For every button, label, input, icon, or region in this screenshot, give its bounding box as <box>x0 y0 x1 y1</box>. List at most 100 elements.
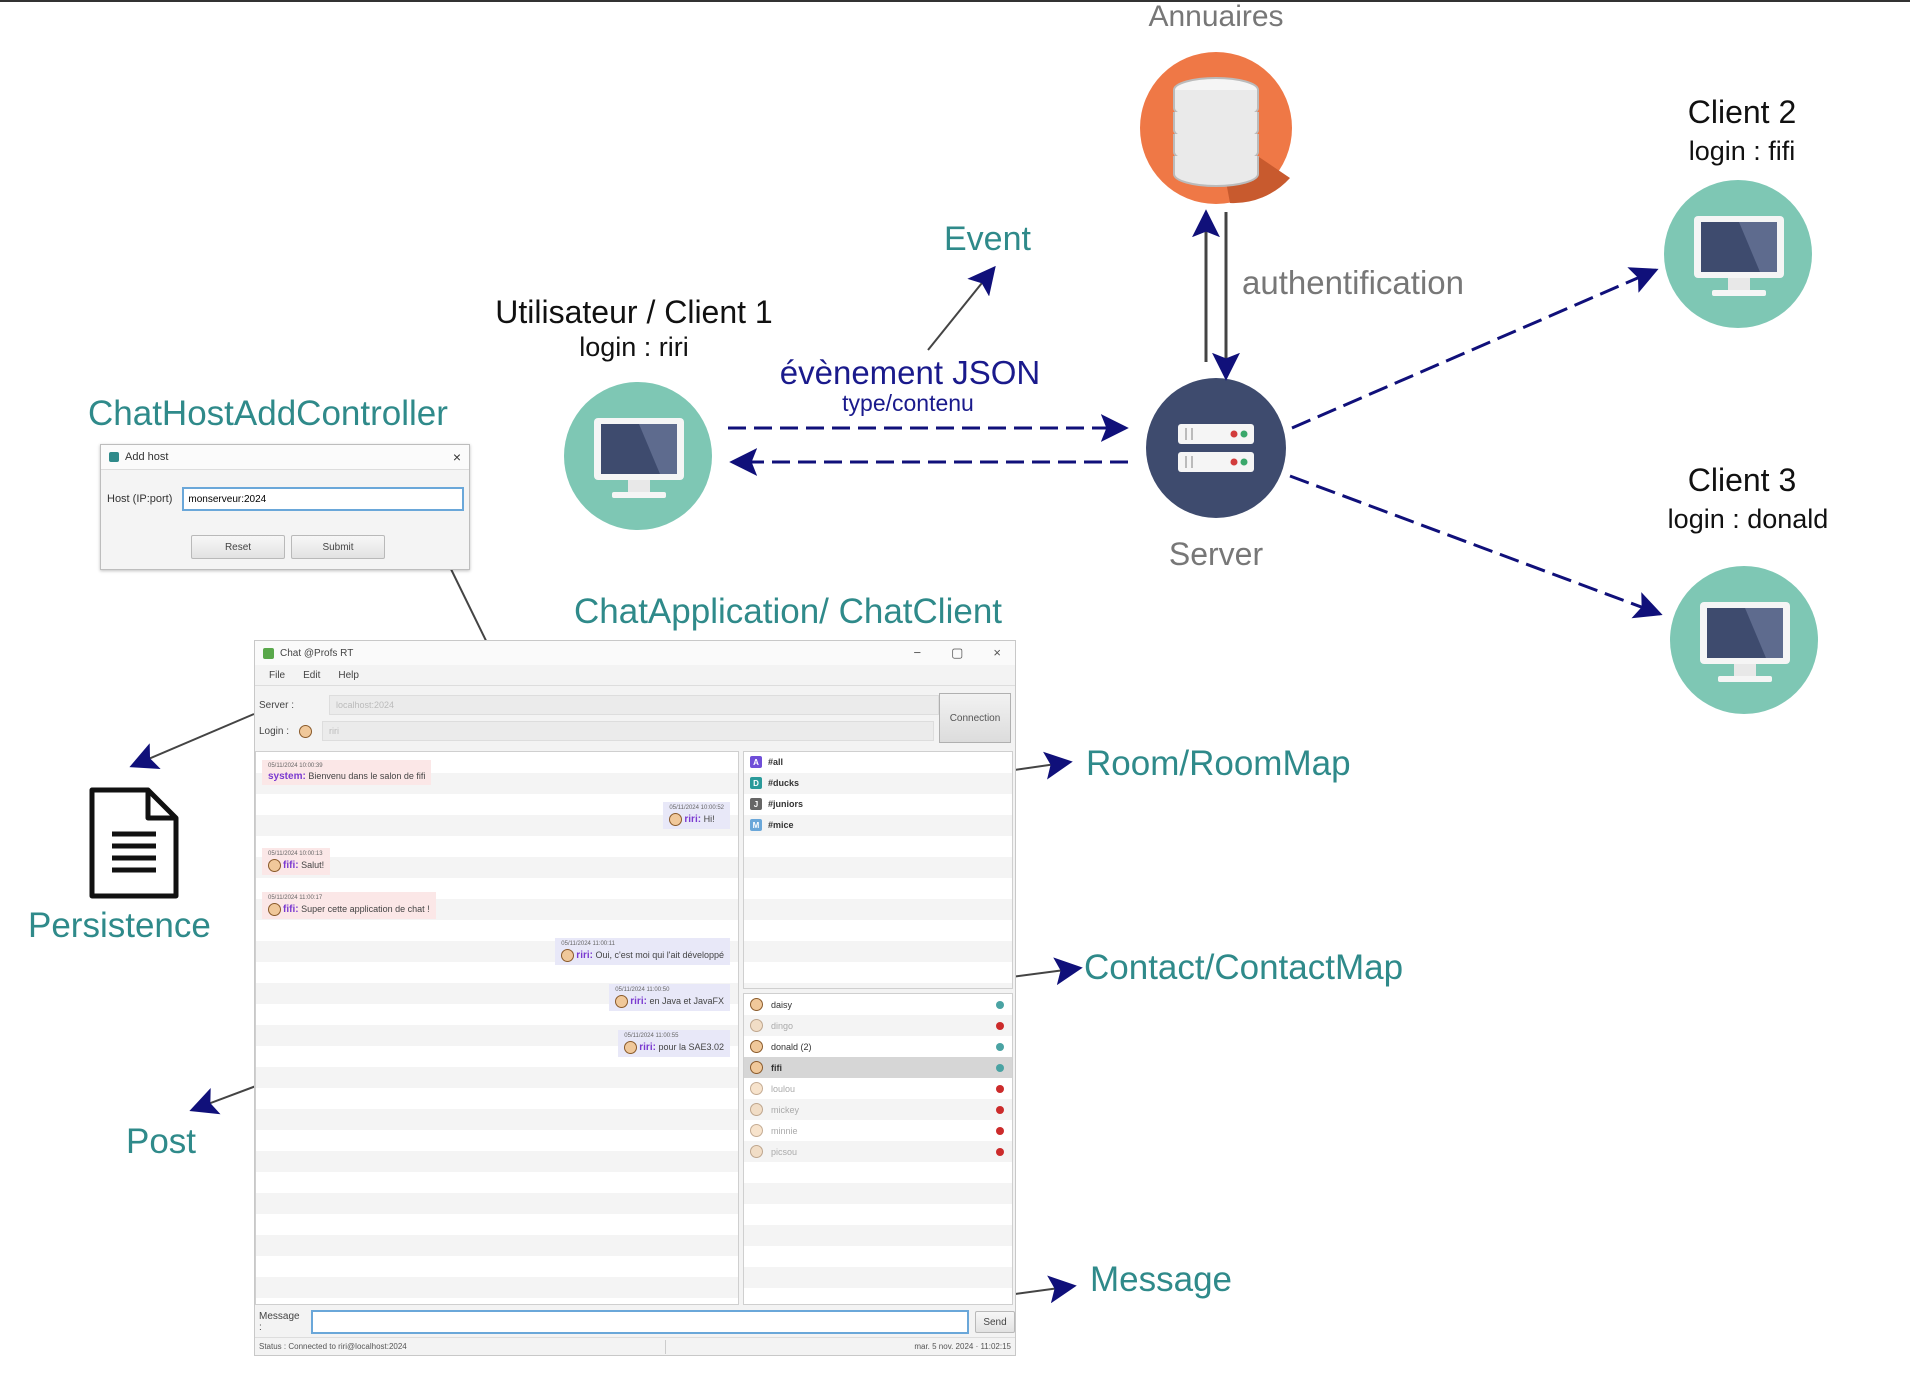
room-item[interactable]: A#all <box>750 756 783 768</box>
room-badge-icon: D <box>750 777 762 789</box>
menu-help[interactable]: Help <box>338 669 359 681</box>
login-input[interactable]: riri <box>322 721 934 741</box>
post-author: riri: <box>576 949 593 961</box>
server-label: Server <box>1168 536 1264 572</box>
avatar-icon <box>268 859 281 872</box>
avatar-icon <box>750 1040 763 1053</box>
dialog-buttons: Reset Submit <box>191 535 385 559</box>
connection-panel: Server : localhost:2024 Login : riri <box>255 689 1015 751</box>
status-bar: Status : Connected to riri@localhost:202… <box>255 1337 1015 1355</box>
post-text: en Java et JavaFX <box>649 995 724 1006</box>
post-timestamp: 05/11/2024 11:00:17 <box>268 895 323 901</box>
post-author: riri: <box>630 995 647 1007</box>
avatar-icon <box>750 1103 763 1116</box>
host-label: Host (IP:port) <box>107 493 173 505</box>
server-select[interactable]: localhost:2024 <box>329 695 939 715</box>
app-icon <box>109 452 119 462</box>
status-text: Status : Connected to riri@localhost:202… <box>259 1342 407 1351</box>
login-row: Login : riri <box>259 721 934 741</box>
client2-monitor-icon <box>1664 180 1812 328</box>
client3-title: Client 3 <box>1687 462 1797 498</box>
app-icon <box>263 647 274 659</box>
top-border-line <box>0 0 1910 2</box>
contact-name: loulou <box>771 1083 796 1094</box>
arrow-server-to-client3 <box>1289 474 1663 619</box>
room-name: #ducks <box>768 778 800 788</box>
message-row: Message : Send <box>255 1309 1015 1335</box>
reset-button[interactable]: Reset <box>191 535 285 559</box>
dialog-title: Add host <box>125 451 169 463</box>
host-input[interactable] <box>182 487 465 511</box>
minimize-icon[interactable]: − <box>913 645 922 660</box>
room-item[interactable]: D #ducks <box>750 777 799 789</box>
contact-item[interactable]: donald (2) <box>744 1036 1012 1057</box>
status-separator <box>665 1340 666 1354</box>
contact-item[interactable]: picsou <box>744 1141 1012 1162</box>
room-badge-icon: M <box>750 819 762 831</box>
status-dot-icon <box>996 1147 1004 1156</box>
post-author: fifi: <box>283 859 299 871</box>
contact-name: dingo <box>771 1020 794 1031</box>
post-timestamp: 05/11/2024 11:00:55 <box>624 1033 679 1039</box>
status-dot-icon <box>996 1063 1004 1072</box>
contact-item[interactable]: mickey <box>744 1099 1012 1120</box>
contact-name: donald (2) <box>771 1041 812 1052</box>
avatar-icon <box>750 998 763 1011</box>
status-dot-icon <box>996 1042 1004 1051</box>
menu-file[interactable]: File <box>269 669 286 681</box>
status-dot-icon <box>996 1084 1004 1093</box>
post-timestamp: 05/11/2024 10:00:52 <box>669 805 724 811</box>
close-icon[interactable]: × <box>993 645 1001 660</box>
message-input[interactable] <box>310 1310 969 1334</box>
window-controls: − ▢ × <box>914 645 1007 661</box>
avatar-icon <box>561 949 575 962</box>
send-button[interactable]: Send <box>975 1311 1015 1333</box>
room-badge-icon: A <box>750 756 762 768</box>
contact-item[interactable]: fifi <box>744 1057 1012 1078</box>
contact-item[interactable]: loulou <box>744 1078 1012 1099</box>
contact-item[interactable]: dingo <box>744 1015 1012 1036</box>
client1-title: Utilisateur / Client 1 <box>495 294 773 330</box>
contact-item[interactable]: minnie <box>744 1120 1012 1141</box>
status-dot-icon <box>996 1126 1004 1135</box>
room-item[interactable]: J#juniors <box>750 798 803 810</box>
avatar-icon <box>750 1019 763 1032</box>
arrow-to-persistence <box>129 713 255 769</box>
close-icon[interactable]: × <box>452 449 461 465</box>
event-arrow <box>927 265 996 351</box>
post-author: fifi: <box>283 903 299 915</box>
contact-name: daisy <box>771 999 793 1010</box>
host-row: Host (IP:port) <box>107 487 465 511</box>
contact-label: Contact/ContactMap <box>1084 948 1404 987</box>
post-label: Post <box>126 1122 197 1161</box>
avatar-icon <box>268 903 281 916</box>
menu-edit[interactable]: Edit <box>303 669 321 681</box>
post-timestamp: 05/11/2024 11:00:11 <box>561 941 616 947</box>
login-label: Login : <box>259 725 290 737</box>
avatar-icon <box>750 1124 763 1137</box>
post-author: system: <box>268 771 306 782</box>
contact-item[interactable]: daisy <box>744 994 1012 1015</box>
server-icon <box>1146 378 1286 518</box>
client3-monitor-icon <box>1670 566 1818 714</box>
client2-login: login : fifi <box>1688 136 1796 166</box>
submit-button[interactable]: Submit <box>291 535 385 559</box>
room-item[interactable]: M#mice <box>750 819 794 831</box>
connection-button[interactable]: Connection <box>939 693 1011 743</box>
avatar-icon <box>750 1145 763 1158</box>
post-text: pour la SAE3.02 <box>658 1041 724 1052</box>
avatar-icon <box>299 724 312 738</box>
event-label: Event <box>944 220 1031 258</box>
post-timestamp: 05/11/2024 10:00:13 <box>268 851 323 857</box>
room-name: #juniors <box>768 799 804 809</box>
database-icon <box>1140 52 1292 204</box>
document-icon <box>89 787 179 899</box>
maximize-icon[interactable]: ▢ <box>951 645 964 660</box>
